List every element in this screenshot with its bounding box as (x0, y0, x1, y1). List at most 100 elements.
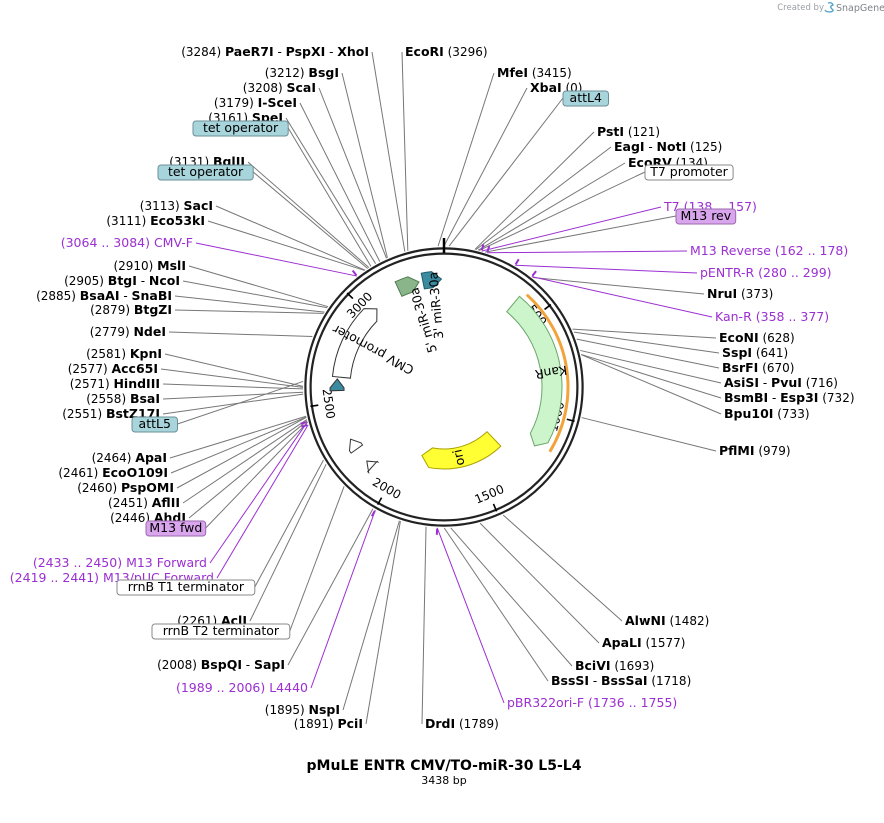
enzyme-name: BtgI (108, 273, 137, 288)
enzyme-site-text: BciVI (1693) (575, 658, 654, 673)
enzyme-site-text: PflMI (979) (719, 443, 791, 458)
leader-line (254, 459, 324, 588)
enzyme-site-text: BsmBI - Esp3I (732) (724, 390, 855, 405)
leader-line (437, 72, 495, 247)
leader-line (177, 380, 304, 425)
primer-site-mark (301, 424, 308, 428)
enzyme-site-label: (2464) ApaI (92, 450, 167, 465)
leader-line (581, 353, 722, 399)
feature-box-text: tet operator (203, 120, 279, 135)
leader-line (252, 171, 368, 269)
enzyme-name: BssSaI (601, 673, 648, 688)
leader-line (443, 87, 528, 247)
leader-line (249, 464, 327, 622)
primer-name: pBR322ori-F (507, 695, 588, 710)
leader-line (481, 206, 662, 252)
mir30-3prime-arrow (420, 271, 443, 290)
enzyme-name: PstI (597, 124, 624, 139)
enzyme-site-label: NruI (373) (707, 286, 773, 301)
enzyme-name: NspI (308, 702, 340, 717)
kanr-label: KanR (534, 363, 568, 383)
enzyme-name: Acc65I (111, 361, 158, 376)
enzyme-position: (2446) (110, 511, 154, 525)
enzyme-name: BciVI (575, 658, 611, 673)
enzyme-position: (3296) (444, 45, 488, 59)
enzyme-position: (3212) (265, 66, 309, 80)
enzyme-name: BsrFI (722, 360, 758, 375)
enzyme-position: (3113) (140, 199, 184, 213)
leader-line (478, 171, 646, 251)
enzyme-name: NotI (657, 139, 687, 154)
enzyme-name: I-SceI (258, 95, 297, 110)
enzyme-position: (3284) (181, 45, 225, 59)
ori-label: ori (449, 448, 467, 467)
primer-site-mark (351, 269, 358, 276)
enzyme-position: (3415) (528, 66, 572, 80)
leader-line (170, 416, 307, 474)
kanr-arrow (506, 295, 563, 447)
enzyme-name: EcoNI (719, 330, 759, 345)
enzyme-sep: - (759, 376, 771, 390)
enzyme-site-text: (1895) NspI (265, 702, 340, 717)
leader-line (448, 97, 564, 247)
ruler-tick (376, 497, 383, 505)
enzyme-name: PciI (337, 716, 363, 731)
enzyme-site-label: DrdI (1789) (425, 716, 499, 731)
enzyme-name: BssSI (551, 673, 589, 688)
enzyme-site-text: EcoNI (628) (719, 330, 795, 345)
enzyme-site-text: AlwNI (1482) (625, 613, 709, 628)
leader-line (209, 421, 308, 564)
enzyme-position: (1577) (642, 636, 686, 650)
enzyme-position: (2551) (62, 407, 106, 421)
primer-range: (162 .. 178) (775, 243, 848, 258)
enzyme-position: (2008) (157, 658, 201, 672)
attl5-arrow (329, 378, 345, 392)
enzyme-position: (1895) (265, 703, 309, 717)
primer-site-mark (480, 244, 485, 251)
enzyme-name: PspOMI (121, 480, 174, 495)
primer-site-mark (514, 258, 520, 265)
credit-brand: SnapGene (836, 3, 884, 14)
primer-range: (2433 .. 2450) (33, 555, 126, 570)
leader-line (443, 527, 549, 682)
ruler-tick-label: 1500 (473, 482, 507, 507)
enzyme-name: NdeI (133, 324, 166, 339)
enzyme-site-text: (2577) Acc65I (68, 361, 158, 376)
map-title-group: pMuLE ENTR CMV/TO-miR-30 L5-L4 3438 bp (307, 758, 582, 787)
feature-box-label: M13 fwd (145, 520, 207, 537)
feature-box (192, 120, 289, 137)
enzyme-site-label: BsrFI (670) (722, 360, 794, 375)
enzyme-name: EcoRI (405, 44, 444, 59)
feature-box-text: rrnB T2 terminator (163, 623, 280, 638)
mir30-5prime-arrow (394, 276, 420, 297)
enzyme-position: (3111) (106, 214, 150, 228)
feature-box-label: attL5 (131, 416, 178, 433)
primer-name: L4440 (269, 680, 308, 695)
enzyme-site-text: EcoRI (3296) (405, 44, 488, 59)
enzyme-site-text: DrdI (1789) (425, 716, 499, 731)
enzyme-site-label: (2577) Acc65I (68, 361, 158, 376)
ruler-tick-label: 2500 (320, 388, 338, 420)
enzyme-site-label: EcoRI (3296) (405, 44, 488, 59)
primer-name: pENTR-R (700, 265, 758, 280)
primer-label: pENTR-R (280 .. 299) (700, 265, 832, 280)
leader-line (162, 391, 304, 400)
leader-line (474, 131, 595, 250)
enzyme-name: EcoO109I (102, 465, 168, 480)
feature-box-label: tet operator (157, 164, 254, 181)
enzyme-site-text: (2460) PspOMI (77, 480, 174, 495)
enzyme-name: ApaLI (602, 635, 642, 650)
enzyme-name: HindIII (113, 376, 160, 391)
enzyme-position: (2879) (90, 303, 134, 317)
enzyme-position: (716) (802, 376, 838, 390)
enzyme-position: (732) (818, 391, 854, 405)
ruler-tick (566, 418, 575, 423)
leader-line (581, 417, 717, 452)
leader-lines (160, 51, 722, 725)
enzyme-site-text: (3208) ScaI (243, 80, 316, 95)
enzyme-name: ApaI (135, 450, 167, 465)
enzyme-site-text: Bpu10I (733) (724, 406, 810, 421)
enzyme-site-label: SspI (641) (722, 345, 788, 360)
leader-line (318, 87, 387, 259)
leader-line (310, 509, 376, 689)
